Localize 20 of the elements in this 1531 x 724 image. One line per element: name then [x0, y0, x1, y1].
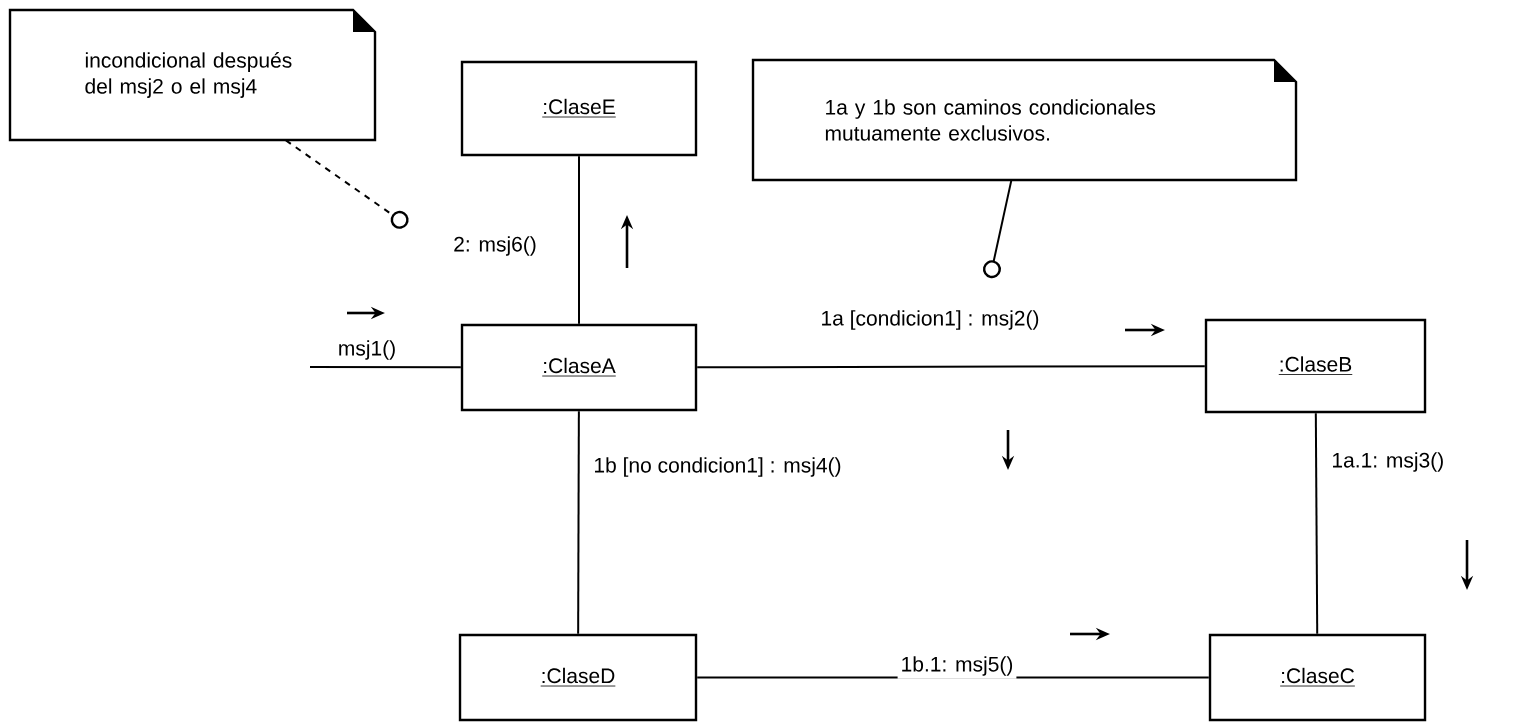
object-box: :ClaseA [460, 323, 698, 412]
note-box: incondicional después del msj2 o el msj4 [8, 8, 377, 142]
message-label: 1a.1: msj3() [1328, 449, 1448, 475]
message-label: 1a [condicion1] : msj2() [817, 307, 1043, 333]
leader-line [284, 139, 409, 229]
message-label: 1b.1: msj5() [897, 653, 1017, 679]
object-box: :ClaseB [1204, 318, 1427, 414]
connector-line [696, 365, 1206, 369]
message-label: msj1() [334, 337, 400, 363]
message-label: 2: msj6() [450, 233, 540, 259]
connector-line [1314, 412, 1319, 635]
message-label: 1b [no condicion1] : msj4() [590, 454, 845, 480]
object-box: :ClaseC [1208, 633, 1427, 722]
connector-line [309, 366, 462, 369]
connector-line [577, 410, 580, 635]
connector-line [578, 155, 580, 325]
object-box: :ClaseD [458, 633, 698, 722]
object-box: :ClaseE [460, 60, 698, 157]
note-box: 1a y 1b son caminos condicionales mutuamente exclusivos. [751, 58, 1298, 182]
leader-line [982, 179, 1013, 279]
